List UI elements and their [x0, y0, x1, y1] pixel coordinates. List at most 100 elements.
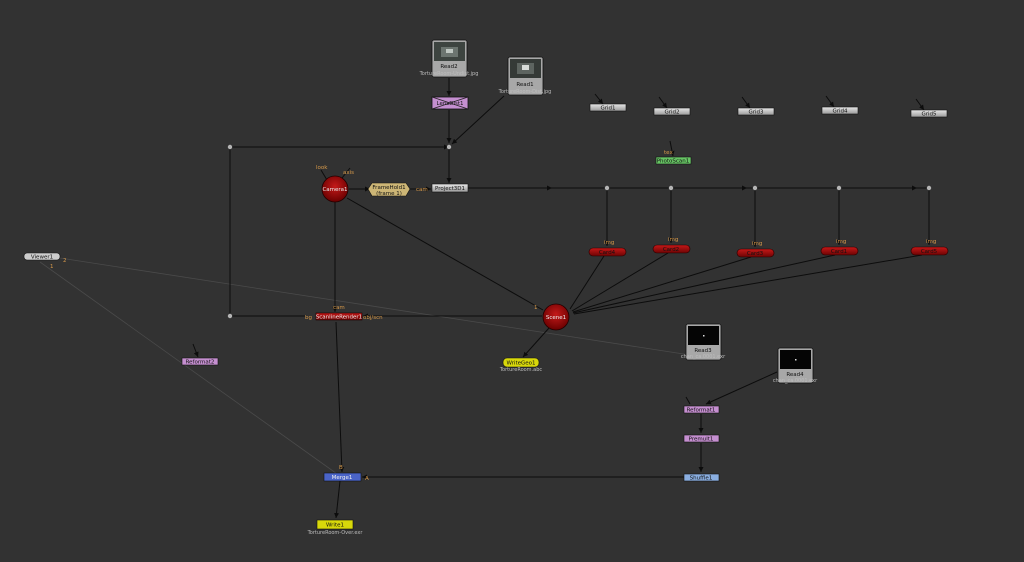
edge-merge-write [334, 480, 341, 519]
dot-node[interactable] [604, 185, 610, 191]
edge-camera-axis [341, 167, 351, 179]
scanline-cam-port: cam [333, 305, 345, 311]
grid3-label: Grid3 [748, 110, 764, 116]
read2-node[interactable]: Read2 TortureRoom-Undist.jpg [419, 39, 479, 78]
reformat1-label: Reformat1 [687, 408, 716, 414]
edge-grid4-input [825, 95, 835, 108]
read1-label: Read1 [516, 82, 533, 88]
read3-node[interactable]: Read3 chan_ca.0001.exr [681, 323, 726, 361]
card1-img-port: img [836, 239, 846, 245]
edge-card2-scene [571, 252, 669, 312]
edge-camera-scene [346, 197, 544, 311]
read3-file: chan_ca.0001.exr [681, 354, 726, 360]
scene-port-1: 1 [534, 305, 538, 311]
dot-node[interactable] [836, 185, 842, 191]
photoscan-label: PhotoScan1 [657, 159, 690, 165]
scene-label: Scene1 [546, 315, 566, 321]
dot-node[interactable] [227, 313, 233, 319]
scanline-label: ScanlineRender1 [316, 315, 362, 321]
read4-label: Read4 [786, 372, 804, 378]
card4-img-port: img [604, 240, 614, 246]
grid5-node[interactable]: Grid5 [910, 109, 948, 118]
dot-node[interactable] [446, 144, 452, 150]
reformat1-node[interactable]: Reformat1 [683, 405, 720, 414]
grid4-label: Grid4 [832, 109, 848, 115]
camera-axis-port: axis [343, 170, 354, 176]
scanline-bg-port: bg [305, 315, 312, 321]
merge-node[interactable]: Merge1 B A [323, 465, 369, 482]
dots-layer [227, 144, 932, 319]
lensdist-node[interactable]: LensDist1 [431, 96, 469, 110]
read2-label: Read2 [440, 64, 457, 70]
grid1-label: Grid1 [600, 106, 615, 112]
grid3-node[interactable]: Grid3 [737, 107, 775, 116]
edge-card1-scene [572, 254, 836, 314]
edge-viewer-read3 [59, 257, 691, 356]
edge-grid1-input [594, 93, 604, 105]
edge-card4-scene [569, 255, 605, 310]
scanline-node[interactable]: ScanlineRender1 bg obj/scn cam [305, 305, 383, 321]
card2-img-port: img [668, 237, 678, 243]
project3d-label: Project3D1 [435, 186, 465, 192]
edges-layer [39, 78, 932, 519]
write1-label: Write1 [326, 523, 344, 529]
dot-node[interactable] [752, 185, 758, 191]
merge-a-port: A [365, 476, 369, 482]
edge-scene-writegeo [522, 327, 550, 358]
reformat2-label: Reformat2 [186, 360, 215, 366]
edge-grid3-input [741, 96, 751, 109]
card1-node[interactable]: Card1 img [820, 239, 859, 256]
edge-reformat1-stub [685, 396, 691, 405]
framehold-label: FrameHold1 [372, 185, 405, 191]
shuffle-label: Shuffle1 [690, 476, 713, 482]
premult-label: Premult1 [689, 437, 714, 443]
edge-camera-look [320, 169, 328, 181]
read4-file: chan_ca.0001.exr [773, 378, 818, 384]
viewer-label: Viewer1 [31, 255, 53, 261]
grid2-node[interactable]: Grid2 [653, 107, 691, 116]
card4-label: Card4 [599, 250, 616, 256]
card2-node[interactable]: Card2 img [652, 237, 691, 254]
card3-node[interactable]: Card3 img [736, 241, 775, 258]
writegeo-node[interactable]: WriteGeo1 TortureRoom.abc [499, 357, 543, 373]
project3d-node[interactable]: Project3D1 cam [416, 183, 469, 193]
dot-node[interactable] [668, 185, 674, 191]
writegeo-file: TortureRoom.abc [499, 367, 543, 373]
edge-photoscan-input [669, 140, 675, 157]
scene-node[interactable]: Scene1 1 [534, 303, 570, 331]
framehold-node[interactable]: FrameHold1 (frame 1) [367, 182, 411, 197]
read2-file: TortureRoom-Undist.jpg [419, 71, 479, 77]
card4-node[interactable]: Card4 img [588, 240, 627, 257]
premult-node[interactable]: Premult1 [683, 434, 720, 443]
shuffle-node[interactable]: Shuffle1 [683, 473, 720, 482]
camera-label: Camera1 [322, 187, 347, 193]
read1-file: TortureRoom-Dist.jpg [498, 89, 552, 95]
merge-b-port: B [339, 465, 343, 471]
edge-grid5-input [915, 98, 925, 111]
dot-node[interactable] [926, 185, 932, 191]
viewer-node[interactable]: Viewer1 2 1 [23, 252, 67, 270]
camera-look-port: look [316, 165, 328, 171]
card5-node[interactable]: Card5 img [910, 239, 949, 256]
viewer-port-1: 1 [50, 264, 54, 270]
project3d-cam-port: cam [416, 187, 428, 193]
read4-node[interactable]: Read4 chan_ca.0001.exr [773, 347, 818, 384]
edge-scanline-merge [335, 321, 345, 473]
grid1-node[interactable]: Grid1 [589, 103, 627, 112]
reformat2-node[interactable]: Reformat2 [181, 357, 219, 366]
scanline-obj-port: obj/scn [363, 315, 383, 321]
card2-label: Card2 [663, 247, 679, 253]
card5-label: Card5 [921, 249, 938, 255]
write1-node[interactable]: Write1 TortureRoom-Over.exr [307, 519, 364, 536]
grid5-label: Grid5 [921, 112, 937, 118]
grid4-node[interactable]: Grid4 [821, 106, 859, 115]
dot-node[interactable] [227, 144, 233, 150]
edge-read1-dot [451, 95, 505, 145]
card5-img-port: img [926, 239, 936, 245]
camera-node[interactable]: Camera1 look axis [316, 165, 354, 203]
edge-viewer-merge [39, 261, 341, 477]
write1-file: TortureRoom-Over.exr [307, 530, 364, 536]
read1-node[interactable]: Read1 TortureRoom-Dist.jpg [498, 56, 552, 96]
photoscan-node[interactable]: PhotoScan1 tex [655, 150, 692, 165]
